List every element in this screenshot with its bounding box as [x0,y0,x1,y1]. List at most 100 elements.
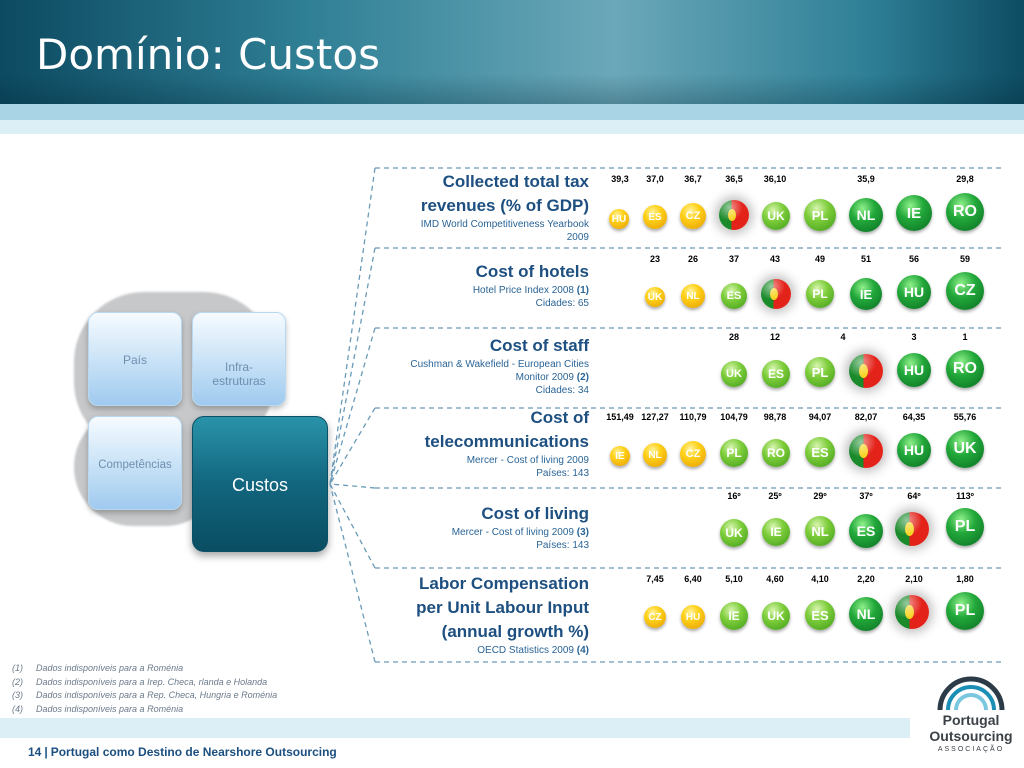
country-code: UK [725,526,743,540]
country-code: ES [811,607,829,623]
criterion-cost-of-hotels: Cost of hotels Hotel Price Index 2008 (1… [399,260,589,310]
country-code: CZ [685,210,701,222]
portugal-flag-globe [895,595,929,629]
value-label: 37,0 [646,174,664,184]
criterion-source: OECD Statistics 2009 [477,645,574,656]
value-label: 36,7 [684,174,702,184]
country-bubble-nl: NL [849,198,883,232]
tile-custos: Custos [192,416,328,552]
portugal-flag-globe [761,279,791,309]
value-label: 3 [911,332,917,342]
criterion-title: Cost of hotels [475,262,589,281]
country-code: HU [903,284,925,300]
country-bubble-hu: HU [897,275,931,309]
criterion-extra: Países: 143 [536,468,589,479]
value-label: 1,80 [956,574,974,584]
country-code: ES [811,444,829,460]
country-bubble-es: ES [805,600,835,630]
value-label: 82,07 [854,412,878,422]
value-label: 26 [687,254,698,264]
tile-pais-label: País [122,353,147,367]
country-bubble-cz: CZ [946,272,984,310]
country-bubble-cz: CZ [644,606,666,628]
value-label: 12 [769,332,780,342]
criterion-source: IMD World Competitiveness Yearbook 2009 [420,219,589,243]
tile-infraestruturas-label: Infra- estruturas [212,360,266,388]
country-bubble-hu: HU [897,433,931,467]
country-bubble-pl: PL [804,199,836,231]
country-bubble-ie: IE [762,518,790,546]
portugal-flag-icon [761,279,791,309]
country-code: ES [856,523,876,539]
country-bubble-nl: NL [849,597,883,631]
value-label: 56 [908,254,919,264]
logo-arcs-icon [937,676,1005,711]
criterion-cost-of-living: Cost of living Mercer - Cost of living 2… [399,502,589,552]
criterion-source: Hotel Price Index 2008 [472,285,574,296]
value-label: 39,3 [611,174,629,184]
criterion-source-line: Cushman & Wakefield - European Cities Mo… [399,358,589,384]
value-label: 127,27 [641,412,669,422]
country-bubble-es: ES [643,205,667,229]
country-bubble-pl: PL [946,508,984,546]
tile-competencias-label: Competências [98,459,172,471]
footnote: (2)Dados indisponíveis para a Irep. Chec… [12,676,268,687]
criterion-extra: Cidades: 65 [535,298,589,309]
country-code: IE [906,204,922,222]
value-label: 23 [649,254,660,264]
criterion-source-line: Hotel Price Index 2008 (1) [399,284,589,297]
country-bubble-pl: PL [805,357,835,387]
value-label: 4,10 [811,574,829,584]
country-bubble-nl: NL [643,443,667,467]
criterion-cost-of-telecommunications: Cost of telecommunications Mercer - Cost… [409,406,589,480]
country-bubble-hu: HU [897,353,931,387]
criterion-source: Cushman & Wakefield - European Cities Mo… [410,359,589,383]
criterion-source: Mercer - Cost of living 2009 [466,455,589,466]
country-code: UK [953,440,977,457]
country-code: NL [856,207,876,223]
country-code: IE [728,609,740,623]
country-bubble-es: ES [849,514,883,548]
country-code: UK [647,291,663,303]
country-bubble-cz: CZ [680,441,706,467]
country-code: RO [953,203,977,220]
value-label: 29º [813,491,827,501]
country-code: ES [648,211,662,223]
criterion-title: Cost of living [481,504,589,523]
portugal-flag-icon [895,512,929,546]
country-bubble-nl: NL [805,516,835,546]
criterion-note: (4) [576,645,589,656]
country-code: CZ [648,611,662,623]
tile-pais: País [88,312,182,406]
value-label: 43 [769,254,780,264]
portugal-flag-icon [849,434,883,468]
value-label: 64º [907,491,921,501]
country-code: RO [953,360,977,377]
value-label: 110,79 [679,412,707,422]
country-bubble-ie: IE [720,602,748,630]
value-label: 59 [959,254,970,264]
tile-custos-label: Custos [231,475,289,495]
portugal-flag-globe [849,354,883,388]
country-bubble-ro: RO [946,193,984,231]
country-code: PL [726,446,742,460]
value-label: 36,5 [725,174,743,184]
criterion-title: Labor Compensation per Unit Labour Input… [416,574,589,641]
criterion-title: Cost of staff [489,336,589,355]
value-label: 37 [728,254,739,264]
value-label: 104,79 [720,412,748,422]
footer-band [0,718,910,738]
portugal-flag-icon [895,595,929,629]
value-label: 113º [956,491,974,501]
country-bubble-uk: UK [762,602,790,630]
country-code: HU [903,442,925,458]
country-code: UK [726,368,742,380]
country-code: NL [856,606,876,622]
value-label: 4,60 [766,574,784,584]
value-label: 25º [768,491,782,501]
country-bubble-ie: IE [610,446,630,466]
footnote: (4)Dados indisponíveis para a Roménia [12,703,184,714]
footnotes: (1)Dados indisponíveis para a Roménia (2… [12,662,277,716]
country-code: IE [859,286,873,302]
